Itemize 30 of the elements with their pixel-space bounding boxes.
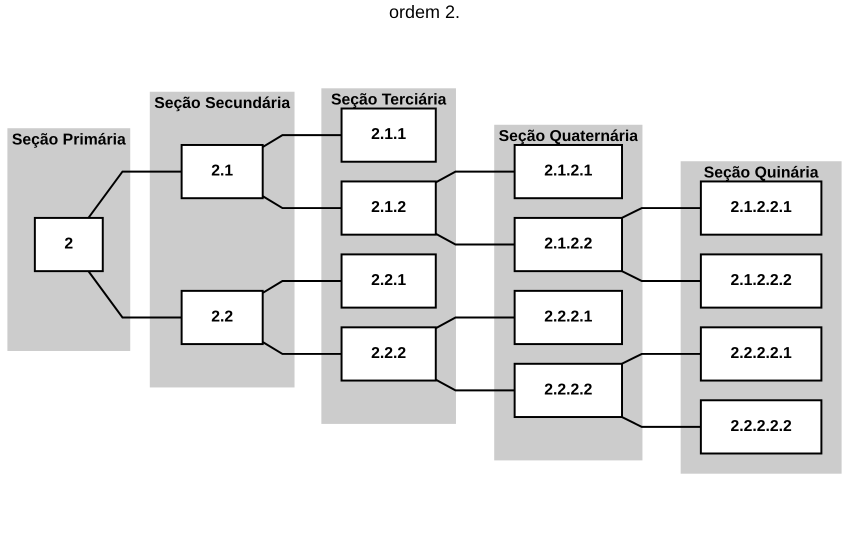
node-box: 2.1.2.1 bbox=[514, 144, 623, 200]
node-box: 2.1.1 bbox=[340, 108, 437, 163]
node-box: 2.2 bbox=[180, 290, 264, 346]
connector bbox=[435, 232, 515, 246]
connector bbox=[88, 170, 182, 218]
node-box: 2.2.2.2.1 bbox=[700, 326, 822, 382]
connector bbox=[262, 134, 342, 148]
connector bbox=[435, 316, 515, 330]
node-box: 2.1.2.2 bbox=[514, 216, 623, 272]
connector bbox=[262, 280, 342, 294]
connector bbox=[435, 170, 515, 184]
connector bbox=[262, 341, 342, 355]
node-box: 2.1.2.2.1 bbox=[700, 180, 822, 236]
node-box: 2.2.2.1 bbox=[514, 290, 623, 346]
node-box: 2.1.2 bbox=[340, 180, 437, 236]
connector bbox=[262, 195, 342, 210]
title: ordem 2. bbox=[388, 1, 462, 24]
connector bbox=[621, 207, 701, 219]
connector bbox=[621, 352, 701, 365]
connector bbox=[88, 270, 182, 318]
connector bbox=[435, 378, 515, 392]
node-box: 2.1.2.2.2 bbox=[700, 253, 822, 309]
node-box: 2.2.1 bbox=[340, 253, 437, 309]
node-box: 2.1 bbox=[180, 144, 264, 200]
node-box: 2.2.2 bbox=[340, 326, 437, 382]
node-box: 2.2.2.2 bbox=[514, 362, 623, 418]
node-box: 2.2.2.2.2 bbox=[700, 399, 822, 454]
node-box: 2 bbox=[34, 216, 104, 272]
connector bbox=[621, 270, 701, 282]
connector bbox=[621, 416, 701, 428]
